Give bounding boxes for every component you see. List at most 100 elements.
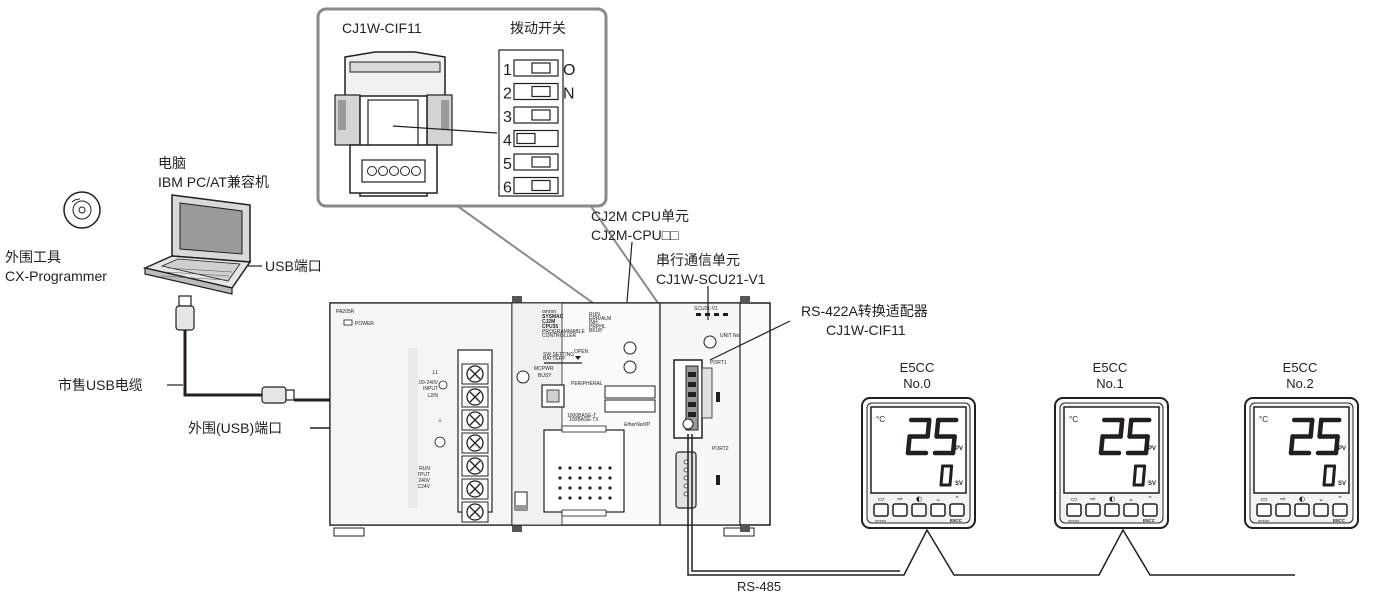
display-segment bbox=[1317, 417, 1324, 439]
dip-switch-knob bbox=[531, 109, 551, 121]
dip-switch-knob bbox=[531, 85, 551, 98]
busy-label: BUSY bbox=[538, 373, 552, 379]
vent-dot bbox=[608, 486, 612, 490]
down-button[interactable] bbox=[1123, 503, 1139, 517]
shift-icon: ◐ bbox=[916, 495, 922, 503]
display-segment bbox=[1142, 464, 1147, 477]
screw-cross-icon bbox=[469, 460, 481, 472]
dip-switch-knob bbox=[516, 132, 536, 145]
cpu-brand-1: omron bbox=[542, 309, 556, 315]
laptop-icon bbox=[142, 194, 252, 295]
display-segment bbox=[1332, 464, 1337, 477]
vent-dot bbox=[568, 466, 572, 470]
cpu-brand-5: PROGRAMMABLE bbox=[542, 329, 585, 335]
dip-switch-number: 4 bbox=[503, 133, 512, 150]
shift-button[interactable] bbox=[1104, 503, 1120, 517]
mode-button[interactable] bbox=[892, 503, 908, 517]
temp-unit-label: °C bbox=[1259, 415, 1268, 424]
vent-dot bbox=[608, 476, 612, 480]
controller-model-label: E5CC bbox=[1283, 360, 1318, 375]
dip-switch-mark: N bbox=[563, 86, 575, 103]
vent-dot bbox=[568, 496, 572, 500]
adapter-title: RS-422A转换适配器 bbox=[801, 303, 928, 319]
leader-line bbox=[392, 125, 498, 134]
temp-unit-label: °C bbox=[876, 415, 885, 424]
unit-no-label: UNIT No. bbox=[720, 333, 741, 339]
rs485-wiring bbox=[687, 434, 1295, 576]
vent-dot bbox=[598, 466, 602, 470]
pc-title: 电脑 bbox=[158, 155, 186, 171]
display-segment bbox=[1322, 474, 1327, 487]
up-button[interactable] bbox=[1142, 503, 1158, 517]
vent-dot bbox=[588, 486, 592, 490]
vent-dot bbox=[598, 476, 602, 480]
cpu-brand-2: SYSMAC bbox=[542, 314, 564, 320]
display-segment bbox=[1141, 474, 1146, 487]
pc-model: IBM PC/AT兼容机 bbox=[158, 174, 269, 190]
dip-switch-number: 6 bbox=[503, 180, 512, 197]
up-button[interactable] bbox=[1332, 503, 1348, 517]
up-button[interactable] bbox=[949, 503, 965, 517]
sv-value bbox=[1322, 464, 1337, 487]
cpu-unit-leader bbox=[626, 241, 633, 303]
cpu-status-1: RUN bbox=[589, 312, 600, 318]
display-segment bbox=[1308, 417, 1315, 439]
serial-unit-model: CJ1W-SCU21-V1 bbox=[656, 271, 766, 287]
down-button[interactable] bbox=[1313, 503, 1329, 517]
controller-number-label: No.1 bbox=[1096, 376, 1123, 391]
input-text-3: INPUT bbox=[423, 386, 438, 392]
controller-badge: E5CC bbox=[950, 518, 963, 523]
mode-button[interactable] bbox=[1085, 503, 1101, 517]
ethernet-label: EtherNet/IP bbox=[624, 422, 651, 428]
display-segment bbox=[905, 434, 912, 456]
vent-dot bbox=[608, 466, 612, 470]
vent-dot bbox=[578, 466, 582, 470]
peripheral-label: PERIPHERAL bbox=[571, 381, 603, 387]
zoom-right-label: 拨动开关 bbox=[510, 20, 566, 36]
display-segment bbox=[1288, 434, 1295, 456]
controller-brand: omron bbox=[875, 518, 886, 523]
display-segment bbox=[940, 464, 945, 477]
pv-value bbox=[1098, 417, 1152, 456]
shift-button[interactable] bbox=[911, 503, 927, 517]
level-button[interactable] bbox=[1066, 503, 1082, 517]
screw-cross-icon bbox=[469, 368, 481, 380]
output-text-3: AC240V bbox=[411, 478, 430, 484]
display-segment bbox=[1133, 464, 1138, 477]
battery-label: BATTERY bbox=[543, 356, 566, 362]
adapter-leader bbox=[709, 320, 791, 361]
dip-switch-number: 5 bbox=[503, 156, 512, 173]
level-button[interactable] bbox=[1256, 503, 1272, 517]
cpu-brand-3: CJ2M bbox=[542, 319, 555, 325]
level-button[interactable] bbox=[873, 503, 889, 517]
output-text-2: OUTPUT bbox=[409, 472, 430, 478]
sw-setting-label: SW SETTING bbox=[543, 352, 574, 358]
port2-label: PORT2 bbox=[712, 446, 729, 452]
vent-dot bbox=[558, 486, 562, 490]
vent-dot bbox=[598, 486, 602, 490]
dip-switch-knob bbox=[531, 62, 551, 74]
vent-dot bbox=[588, 496, 592, 500]
dip-switch-number: 2 bbox=[503, 86, 512, 103]
down-button[interactable] bbox=[930, 503, 946, 517]
adapter-closeup bbox=[334, 51, 453, 197]
output-text-1: RUN bbox=[419, 466, 430, 472]
cpu-brand-4: CPU35 bbox=[542, 324, 558, 330]
display-segment bbox=[1132, 474, 1137, 487]
up-icon: ⌃ bbox=[1147, 495, 1153, 503]
cpu-brand-6: CONTROLLER bbox=[542, 333, 577, 339]
fuse-icon bbox=[438, 380, 448, 390]
pv-tag: PV bbox=[1148, 446, 1156, 452]
rs422a-adapter bbox=[673, 359, 713, 439]
sv-tag: SV bbox=[955, 481, 963, 487]
screw-cross-icon bbox=[469, 437, 481, 449]
sv-tag: SV bbox=[1148, 481, 1156, 487]
mode-button[interactable] bbox=[1275, 503, 1291, 517]
cpu-status-2: ERR/ALM bbox=[589, 316, 611, 322]
level-icon: ▭ bbox=[878, 495, 885, 503]
display-segment bbox=[1127, 417, 1134, 439]
tool-title: 外围工具 bbox=[5, 249, 61, 265]
input-text-2: AC100-240V bbox=[409, 380, 438, 386]
shift-button[interactable] bbox=[1294, 503, 1310, 517]
